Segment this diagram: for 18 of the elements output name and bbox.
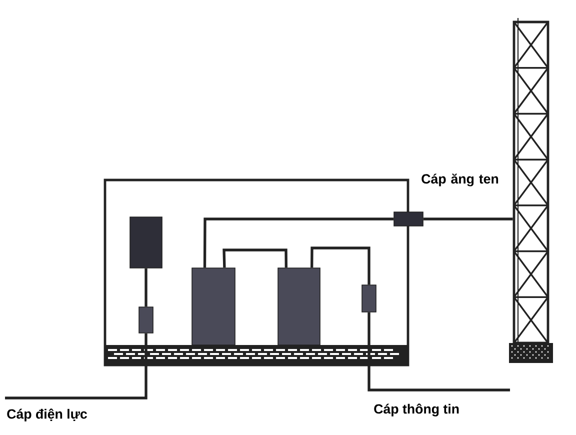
cable-line	[368, 312, 510, 392]
cable-filter	[362, 284, 376, 312]
equipment-cabinet	[278, 268, 320, 346]
cable-filter	[138, 306, 154, 334]
wall-feedthrough	[394, 212, 424, 226]
cable-line	[5, 333, 148, 400]
cable-label: Cáp thông tin	[374, 404, 459, 416]
power-panel	[130, 216, 162, 268]
lattice-tower	[512, 18, 550, 344]
cable-line	[423, 218, 513, 220]
cable-line	[222, 248, 288, 268]
cable-line	[144, 268, 148, 307]
cable-line	[203, 218, 394, 268]
cable-label: Cáp ăng ten	[422, 174, 498, 186]
cable-label: Cáp điện lực	[7, 408, 87, 422]
equipment-cabinet	[192, 268, 236, 346]
shelter-outline	[104, 178, 410, 366]
cable-line	[310, 246, 370, 285]
